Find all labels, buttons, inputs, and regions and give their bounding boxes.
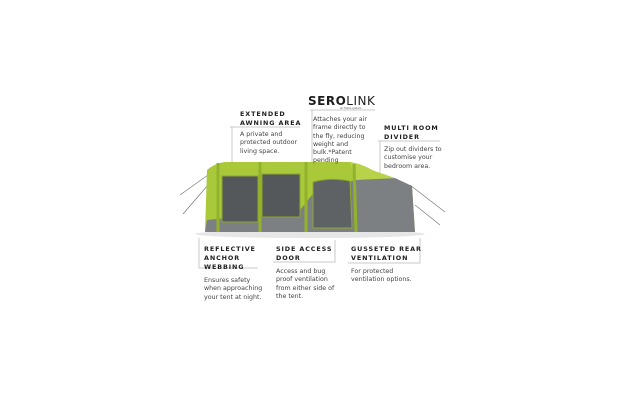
side-door (312, 178, 353, 229)
callout-body-door: Access and bug proof ventilation from ei… (276, 268, 335, 300)
callout-body-webbing: Ensures safety when approaching your ten… (204, 277, 263, 301)
callout-lines (198, 109, 440, 269)
callout-body-serolink: Attaches your air frame directly to the … (313, 116, 367, 165)
callout-body-awning: A private and protected outdoor living s… (240, 131, 298, 155)
callout-title-divider: MULTI ROOM DIVIDER (384, 124, 439, 141)
callout-title-webbing: REFLECTIVE ANCHOR WEBBING (204, 245, 256, 271)
callout-title-awning: EXTENDED AWNING AREA (240, 110, 302, 127)
callout-title-door: SIDE ACCESS DOOR (276, 245, 333, 262)
callout-title-ventilation: GUSSETED REAR VENTILATION (351, 245, 422, 262)
callout-body-ventilation: For protected ventilation options. (351, 268, 412, 284)
callout-body-divider: Zip out dividers to customise your bedro… (384, 146, 442, 170)
